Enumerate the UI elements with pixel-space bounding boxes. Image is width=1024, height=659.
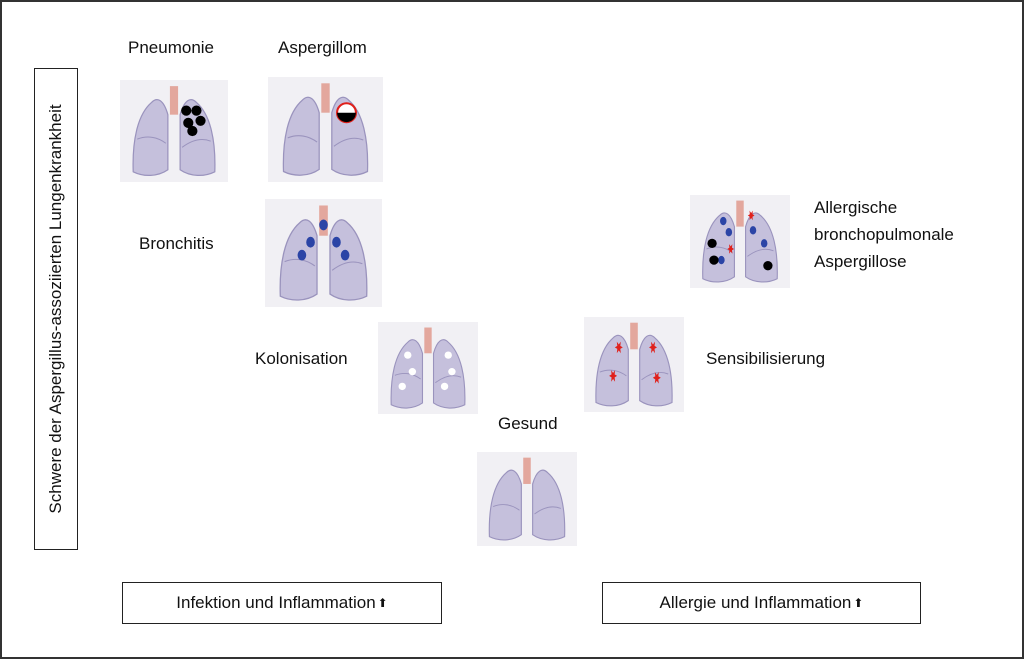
left-lung: [279, 219, 318, 301]
bronchial-spot: [749, 226, 757, 235]
trachea: [169, 86, 179, 115]
right-lung: [745, 212, 778, 283]
colony-spot: [398, 382, 406, 391]
lungs-abpa-icon: [702, 200, 778, 283]
lung-bronchitis: [265, 199, 382, 307]
lung-sensibilisierung: [584, 317, 684, 412]
colony-spot: [408, 368, 417, 376]
label-pneumonie: Pneumonie: [128, 38, 215, 57]
label-kolonisation: Kolonisation: [255, 349, 348, 368]
bronchial-spot: [319, 219, 328, 231]
nodule: [187, 125, 198, 137]
trachea: [424, 327, 432, 354]
right-lung: [639, 334, 673, 407]
axis-infection-box: Infektion und Inflammation⬆: [122, 582, 442, 624]
colony-spot: [404, 351, 412, 359]
lung-pneumonie: [120, 80, 228, 182]
lung-aspergillom: [268, 77, 383, 182]
lungs-colonisation-icon: [390, 327, 466, 409]
nodule: [709, 255, 719, 265]
up-arrow-icon: ⬆: [377, 596, 388, 610]
nodule: [183, 117, 194, 128]
allergy-mark: [609, 370, 618, 382]
axis-allergy-box: Allergie und Inflammation⬆: [602, 582, 921, 624]
lung-kolonisation: [378, 322, 478, 414]
lungs-bronchitis-icon: [279, 205, 368, 301]
bronchial-spot: [306, 236, 315, 248]
bronchial-spot: [332, 236, 341, 248]
lung-gesund: [477, 452, 577, 546]
label-abpa-line1: Allergische: [814, 198, 898, 217]
colony-spot: [440, 382, 449, 391]
bronchial-spot: [297, 249, 307, 261]
bronchial-spot: [760, 239, 768, 248]
allergy-mark: [614, 341, 623, 354]
allergy-mark: [747, 210, 755, 221]
allergy-mark: [727, 244, 735, 254]
nodule: [763, 261, 773, 271]
right-lung: [532, 469, 566, 541]
trachea: [523, 457, 531, 484]
lungs-healthy-icon: [488, 457, 566, 541]
colony-spot: [448, 368, 456, 376]
left-lung: [282, 96, 320, 176]
axis-allergy-label: Allergie und Inflammation: [659, 593, 852, 612]
bronchial-spot: [718, 255, 725, 265]
trachea: [321, 83, 330, 113]
lung-abpa: [690, 195, 790, 288]
allergy-mark: [649, 341, 657, 354]
y-axis-label: Schwere der Aspergillus-assoziierten Lun…: [46, 104, 65, 514]
label-abpa-line2: bronchopulmonale: [814, 225, 954, 244]
allergy-mark: [652, 372, 661, 384]
nodule: [195, 115, 206, 126]
left-lung: [488, 469, 522, 541]
left-lung: [390, 339, 424, 409]
nodule: [181, 105, 192, 116]
label-abpa-line3: Aspergillose: [814, 252, 907, 271]
bronchial-spot: [340, 249, 350, 261]
label-sensibilisierung: Sensibilisierung: [706, 349, 826, 368]
label-aspergillom: Aspergillom: [278, 38, 367, 57]
trachea: [630, 322, 638, 350]
right-lung: [329, 219, 368, 301]
trachea: [736, 200, 744, 227]
nodule: [191, 105, 202, 116]
fungus-ball: [337, 112, 356, 123]
nodule: [707, 238, 717, 249]
bronchial-spot: [725, 228, 733, 237]
axis-infection-label: Infektion und Inflammation: [176, 593, 376, 612]
label-bronchitis: Bronchitis: [139, 234, 214, 253]
lungs-sensitisation-icon: [595, 322, 673, 407]
label-gesund: Gesund: [498, 414, 558, 433]
lungs-pneumonia-icon: [132, 86, 216, 176]
bronchial-spot: [720, 216, 727, 226]
y-axis-box: Schwere der Aspergillus-assoziierten Lun…: [34, 68, 78, 550]
left-lung: [595, 334, 629, 407]
lungs-aspergilloma-icon: [282, 83, 369, 176]
up-arrow-icon: ⬆: [853, 596, 864, 610]
left-lung: [132, 99, 169, 176]
colony-spot: [444, 351, 452, 359]
